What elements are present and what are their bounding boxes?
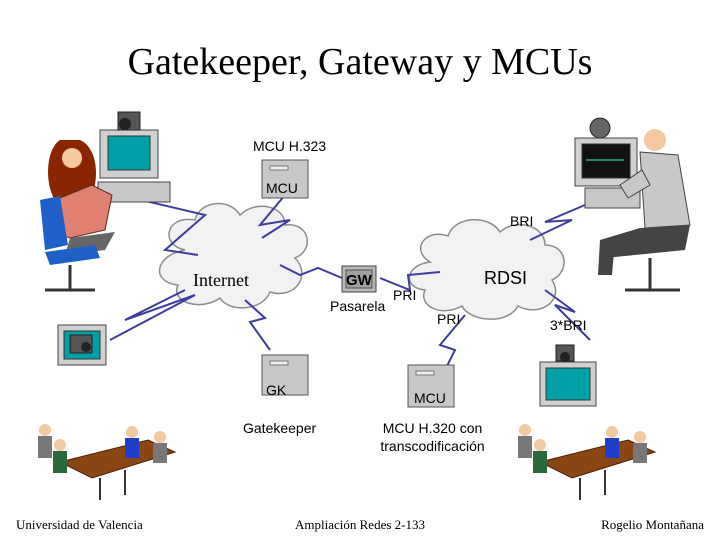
rdsi-label: RDSI [484,268,528,288]
mcu-box-label: MCU [266,180,298,196]
internet-label: Internet [193,270,249,290]
man-at-desk-icon [574,117,691,292]
footer-left: Universidad de Valencia [16,517,143,532]
woman-at-desk-icon [40,111,171,292]
conference-room-left-icon [38,324,177,500]
bri-top-label: BRI [510,213,534,229]
gatekeeper-label: Gatekeeper [243,420,317,436]
mcu-h320-label-line1: MCU H.320 con [382,420,483,436]
mcu-h320-label-line2: transcodificación [380,438,485,454]
pasarela-label: Pasarela [330,298,386,314]
link-cam-internet [109,289,196,341]
conference-room-right-icon [518,344,657,500]
bri-3-label: 3*BRI [550,317,587,333]
pri-gw-label: PRI [393,287,417,303]
pri-mcu-label: PRI [437,311,461,327]
link-gw-rdsi [379,271,441,292]
gatekeeper-server-icon [261,354,309,396]
link-internet-gw [279,264,343,279]
link-rdsi-right [544,289,591,341]
rdsi-cloud-icon [408,219,565,320]
gw-box-label: GW [346,272,372,289]
link-mcu-internet [257,194,291,239]
gateway-box-icon [341,265,377,293]
mcu-h323-server-icon [261,159,309,199]
link-woman-internet [119,194,208,256]
gk-box-label: GK [266,382,287,398]
link-man-rdsi [529,204,586,241]
link-gk-internet [244,299,271,351]
mcu-bottom-box-label: MCU [414,390,446,406]
camera-icon [589,117,611,139]
mcu-h320-server-icon [407,364,455,408]
slide-title: Gatekeeper, Gateway y MCUs [127,41,593,83]
mcu-h323-label: MCU H.323 [253,138,327,154]
footer-right: Rogelio Montañana [601,517,704,532]
footer-center: Ampliación Redes 2-133 [295,517,425,532]
internet-cloud-icon [158,202,309,309]
